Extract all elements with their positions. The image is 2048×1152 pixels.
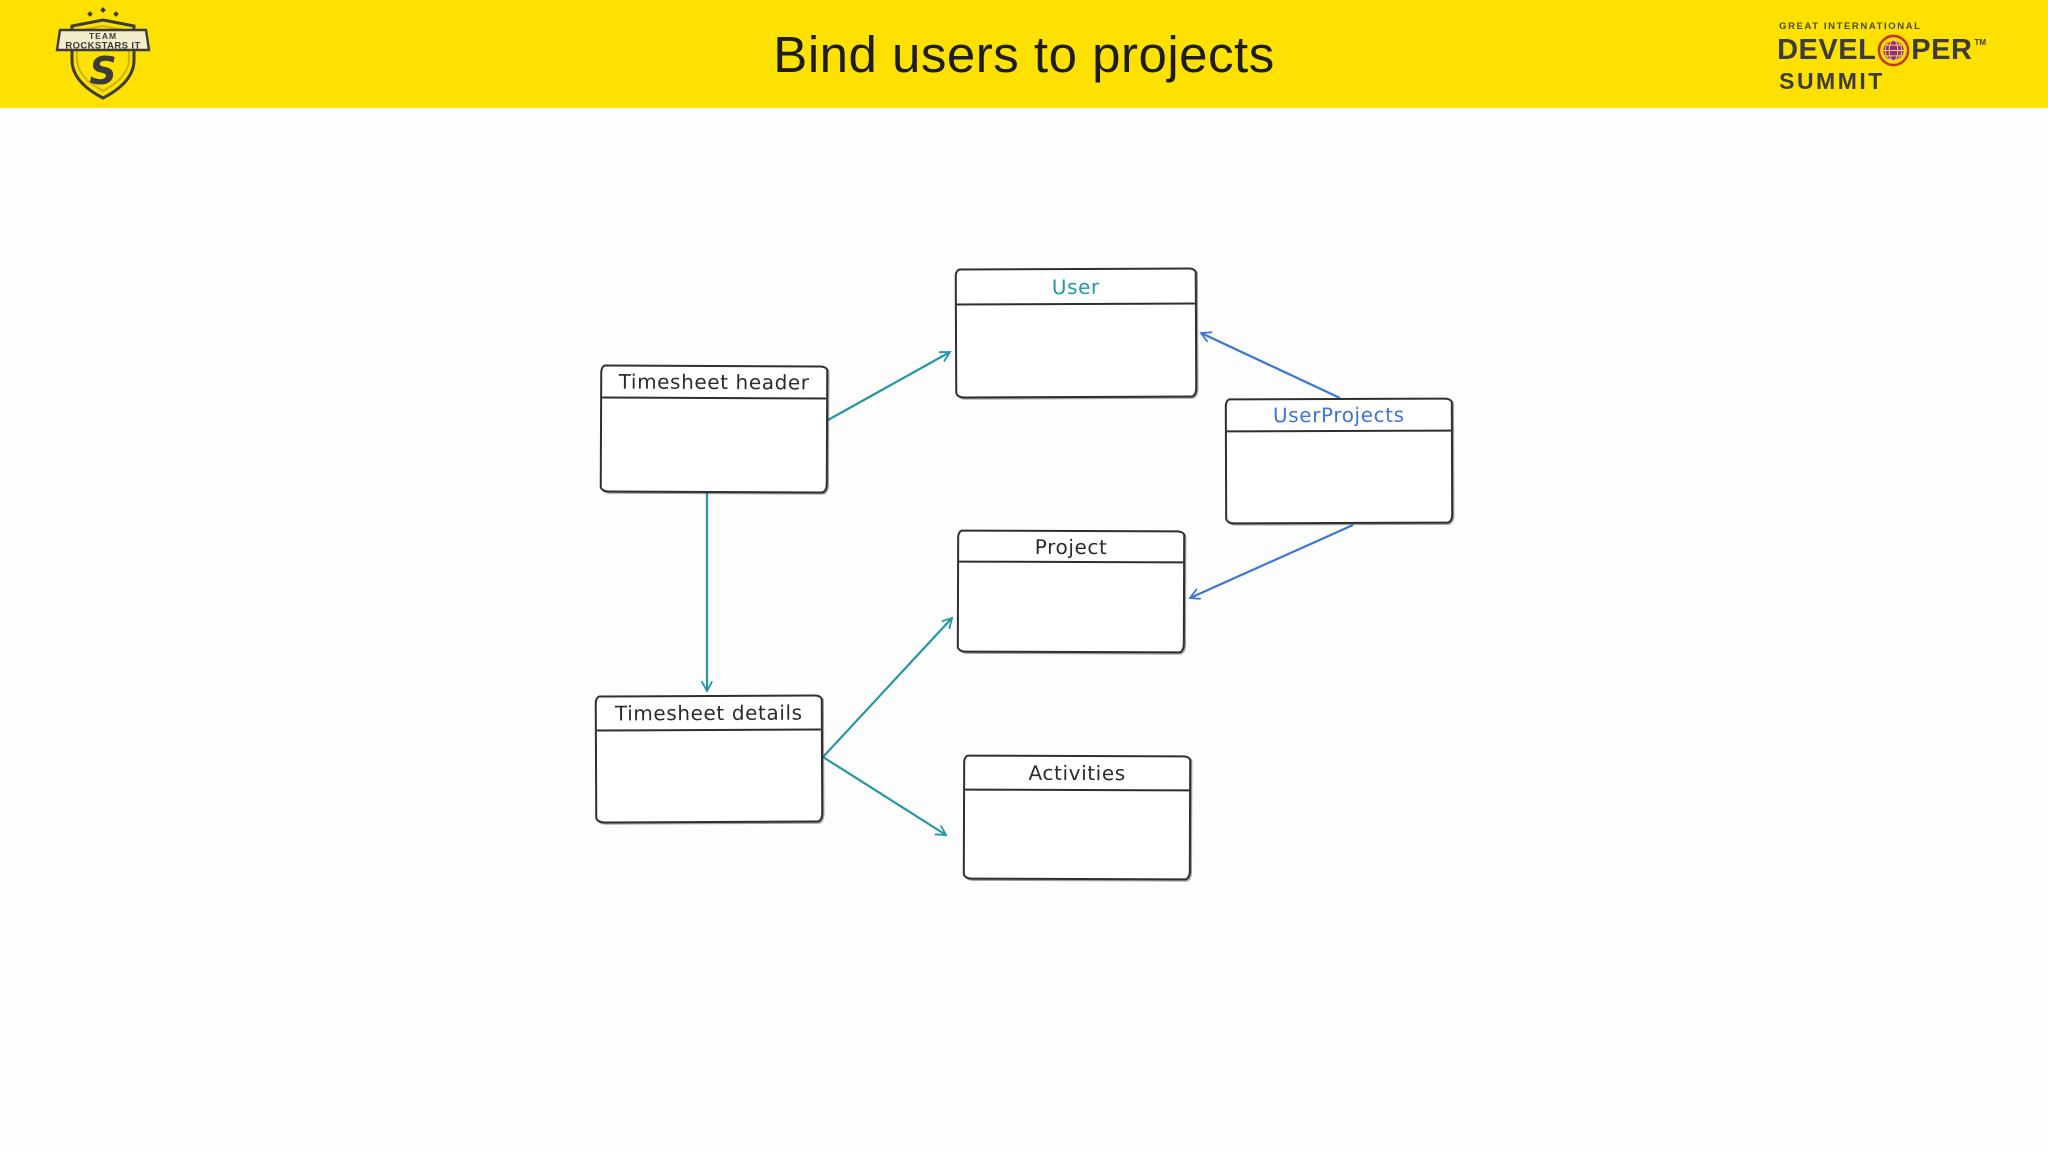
arrow-layer — [0, 108, 1354, 1152]
logo-monogram: S — [89, 49, 116, 93]
slide-header: Bind users to projects TEAM ROCKSTARS IT… — [0, 0, 2048, 108]
entity-timesheet-header: Timesheet header — [599, 364, 829, 494]
arrow-userprojects-to-user — [1201, 333, 1341, 399]
entity-user: User — [954, 267, 1198, 399]
gids-tagline: GREAT INTERNATIONAL — [1779, 21, 1922, 32]
entity-title-project: Project — [959, 531, 1184, 564]
shield-inner-ring — [76, 24, 130, 93]
entity-title-activities: Activities — [965, 756, 1190, 792]
entity-project: Project — [956, 529, 1186, 654]
arrow-userprojects-to-project — [1190, 523, 1354, 598]
arrow-details-to-project — [822, 618, 952, 758]
arrow-details-to-activities — [822, 756, 946, 835]
gids-word-summit: SUMMIT — [1779, 67, 1885, 94]
badge-stars-icon — [87, 7, 119, 17]
entity-activities: Activities — [962, 754, 1192, 881]
globe-icon — [1877, 34, 1910, 66]
arrow-timesheet-header-to-user — [827, 351, 950, 421]
gids-word-per: PER — [1911, 33, 1973, 66]
logo-line1: TEAM — [89, 31, 117, 41]
entity-user-projects: UserProjects — [1224, 397, 1454, 525]
logo-line2: ROCKSTARS IT — [65, 41, 140, 52]
entity-title-timesheet-header: Timesheet header — [602, 366, 827, 400]
entity-timesheet-details: Timesheet details — [594, 694, 824, 824]
page-title: Bind users to projects — [773, 25, 1275, 83]
gids-word-devel: DEVEL — [1777, 33, 1877, 66]
ribbon-banner — [55, 28, 151, 52]
entity-title-user-projects: UserProjects — [1226, 399, 1451, 433]
entity-title-user: User — [956, 269, 1195, 306]
gids-logo: GREAT INTERNATIONAL DEVEL PER TM SUMMIT — [1777, 22, 1986, 93]
team-rockstars-it-logo: TEAM ROCKSTARS IT S — [55, 7, 151, 100]
gids-trademark: TM — [1974, 38, 1986, 47]
entity-title-timesheet-details: Timesheet details — [596, 696, 821, 732]
